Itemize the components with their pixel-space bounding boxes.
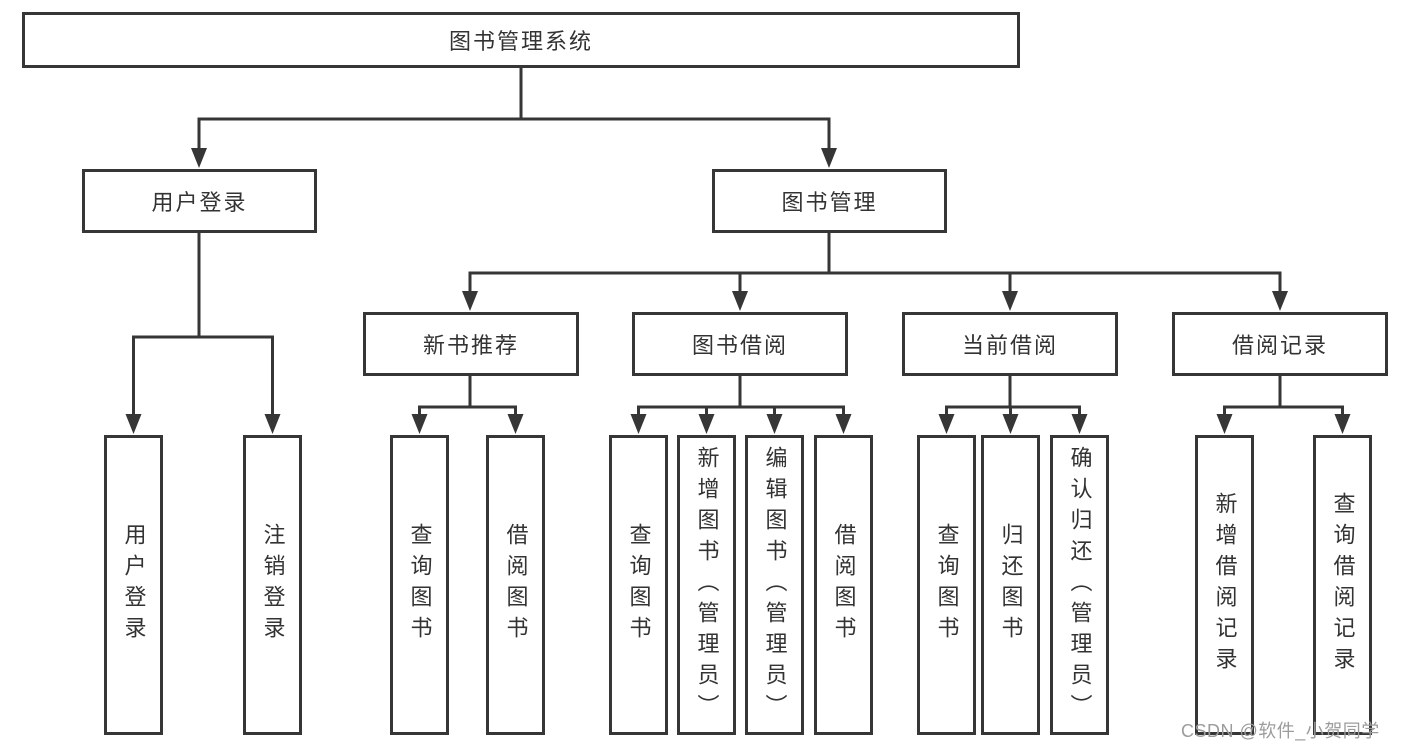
leaf-borrow-books-recommend: 借阅图书 [486, 435, 545, 735]
node-new-book-recommend: 新书推荐 [363, 312, 579, 376]
leaf-confirm-return-admin: 确认归还（管理员） [1050, 435, 1109, 735]
node-label: 图书管理系统 [448, 29, 593, 54]
node-label: 当前借阅 [961, 333, 1058, 358]
leaf-borrow-books: 借阅图书 [814, 435, 873, 735]
node-book-management: 图书管理 [712, 169, 947, 233]
leaf-edit-book-admin: 编辑图书（管理员） [745, 435, 804, 735]
node-label: 新书推荐 [422, 333, 519, 358]
node-label: 注销登录 [260, 523, 286, 647]
node-user-login: 用户登录 [82, 169, 317, 233]
node-label: 用户登录 [151, 190, 248, 215]
node-library-system: 图书管理系统 [22, 12, 1020, 68]
node-label: 确认归还（管理员） [1067, 445, 1093, 725]
node-label: 借阅记录 [1231, 333, 1328, 358]
node-label: 查询图书 [934, 523, 960, 647]
node-label: 借阅图书 [831, 523, 857, 647]
node-label: 查询借阅记录 [1330, 492, 1356, 678]
leaf-query-books-recommend: 查询图书 [390, 435, 449, 735]
leaf-query-books-borrow: 查询图书 [609, 435, 668, 735]
leaf-query-books-current: 查询图书 [917, 435, 976, 735]
leaf-logout: 注销登录 [243, 435, 302, 735]
node-label: 用户登录 [121, 523, 147, 647]
node-label: 借阅图书 [503, 523, 529, 647]
leaf-add-book-admin: 新增图书（管理员） [677, 435, 736, 735]
node-label: 查询图书 [626, 523, 652, 647]
node-label: 新增图书（管理员） [694, 445, 720, 725]
node-label: 编辑图书（管理员） [762, 445, 788, 725]
arrowhead-icons [125, 148, 1351, 434]
node-label: 图书借阅 [691, 333, 788, 358]
leaf-return-book: 归还图书 [981, 435, 1040, 735]
node-label: 图书管理 [781, 190, 878, 215]
csdn-watermark: CSDN @软件_小贺同学 [1181, 721, 1380, 741]
node-label: 查询图书 [407, 523, 433, 647]
leaf-query-borrow-record: 查询借阅记录 [1313, 435, 1372, 735]
node-label: 归还图书 [998, 523, 1024, 647]
node-borrowing-records: 借阅记录 [1172, 312, 1388, 376]
node-current-borrowing: 当前借阅 [902, 312, 1118, 376]
node-book-borrowing: 图书借阅 [632, 312, 848, 376]
leaf-user-login: 用户登录 [104, 435, 163, 735]
node-label: 新增借阅记录 [1212, 492, 1238, 678]
leaf-add-borrow-record: 新增借阅记录 [1195, 435, 1254, 735]
